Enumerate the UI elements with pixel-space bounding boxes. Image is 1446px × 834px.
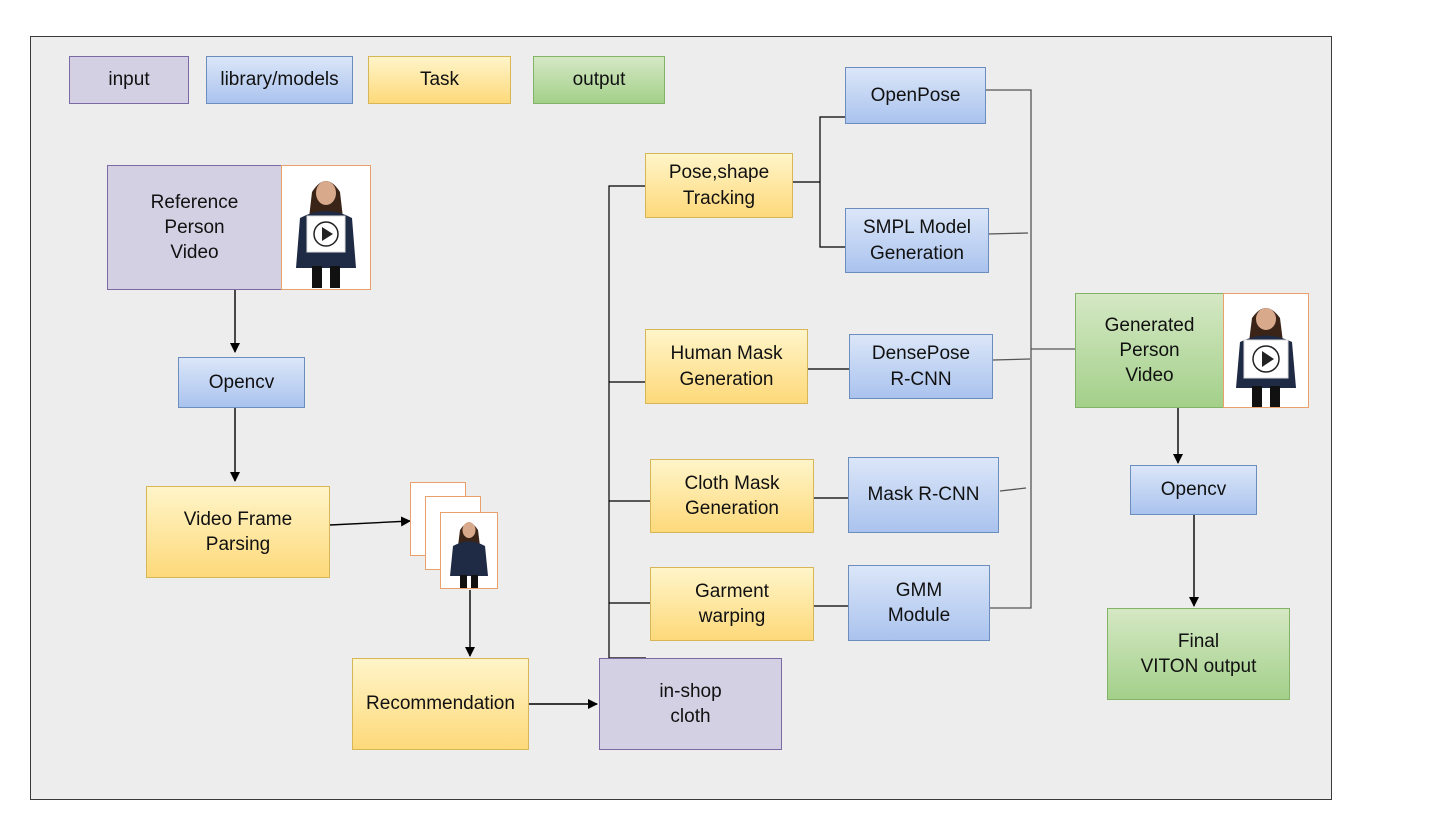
person-icon	[450, 522, 488, 588]
person-with-play-icon	[296, 181, 356, 288]
edge-densepose-to-bus	[992, 358, 1031, 361]
openpose-node: OpenPose	[845, 67, 986, 124]
edge-fork-openpose	[819, 116, 845, 248]
recommendation-node: Recommendation	[352, 658, 529, 750]
smpl-model-generation-node: SMPL Model Generation	[845, 208, 989, 273]
final-viton-output-node: Final VITON output	[1107, 608, 1290, 700]
video-frame-parsing-node: Video Frame Parsing	[146, 486, 330, 578]
legend-library-models: library/models	[206, 56, 353, 104]
reference-person-video-node: Reference Person Video	[107, 165, 282, 290]
legend-output: output	[533, 56, 665, 104]
garment-warping-node: Garment warping	[650, 567, 814, 641]
opencv-left-node: Opencv	[178, 357, 305, 408]
cloth-mask-generation-node: Cloth Mask Generation	[650, 459, 814, 533]
human-mask-generation-node: Human Mask Generation	[645, 329, 808, 404]
video-frames-icon	[410, 482, 502, 592]
frame-thumb-3	[440, 512, 498, 589]
densepose-rcnn-node: DensePose R-CNN	[849, 334, 993, 399]
in-shop-cloth-node: in-shop cloth	[599, 658, 782, 750]
edge-parsing-to-frames	[329, 516, 411, 527]
edge-smpl-to-bus	[987, 232, 1029, 235]
legend-task: Task	[368, 56, 511, 104]
pose-shape-tracking-node: Pose,shape Tracking	[645, 153, 793, 218]
legend-input: input	[69, 56, 189, 104]
gmm-module-node: GMM Module	[848, 565, 990, 641]
opencv-right-node: Opencv	[1130, 465, 1257, 515]
mask-rcnn-node: Mask R-CNN	[848, 457, 999, 533]
edge-maskrcnn-to-bus	[999, 487, 1027, 492]
generated-video-thumbnail	[1223, 293, 1309, 408]
generated-person-video-node: Generated Person Video	[1075, 293, 1224, 408]
reference-video-thumbnail	[281, 165, 371, 290]
person-with-play-icon	[1236, 308, 1296, 407]
edge-cloth-trunk	[608, 185, 646, 659]
